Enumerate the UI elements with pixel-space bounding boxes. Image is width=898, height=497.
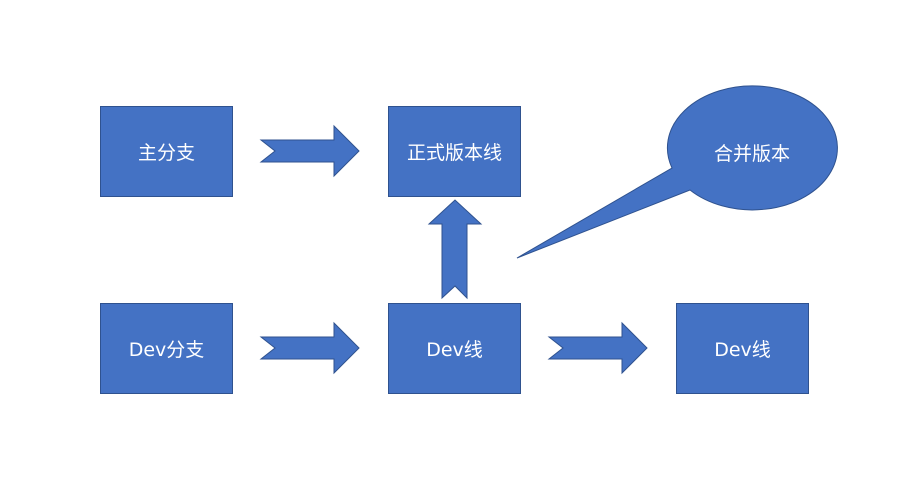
arrow-devline-to-devline2 [547,321,648,375]
node-label: 正式版本线 [406,142,502,164]
arrow-main-to-release [259,124,360,178]
node-label: Dev线 [426,339,483,361]
arrow-devline-to-release [427,199,483,300]
node-release-line: 正式版本线 [388,106,521,197]
callout-label-box: 合并版本 [672,122,832,182]
node-label: Dev线 [714,339,771,361]
callout-bubble [516,85,838,259]
node-dev-branch: Dev分支 [100,303,233,394]
callout-label: 合并版本 [713,142,790,165]
node-main-branch: 主分支 [100,106,233,197]
node-dev-line-2: Dev线 [676,303,809,394]
arrow-devbranch-to-devline [259,321,360,375]
node-label: Dev分支 [128,339,205,361]
node-label: 主分支 [137,142,195,164]
node-dev-line: Dev线 [388,303,521,394]
